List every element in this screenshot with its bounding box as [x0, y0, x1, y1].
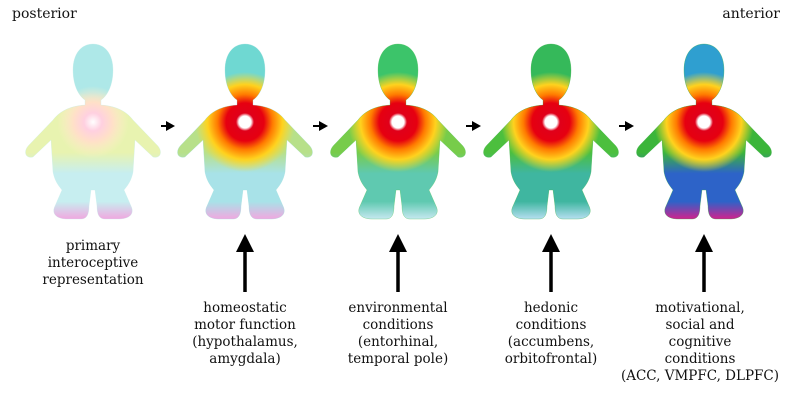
flow-arrowhead-4: [625, 121, 634, 131]
caption-line: amygdala): [160, 351, 330, 368]
body-figure-2: [178, 44, 313, 219]
caption-line: (accumbens,: [466, 334, 636, 351]
caption-line: temporal pole): [313, 351, 483, 368]
caption-line: environmental: [313, 300, 483, 317]
caption-line: motivational,: [615, 300, 785, 317]
input-arrowhead-1: [236, 234, 254, 252]
heat-center-2: [195, 72, 295, 172]
body-figure-5: [637, 44, 772, 219]
caption-line: hedonic: [466, 300, 636, 317]
flow-arrowhead-3: [472, 121, 481, 131]
caption-line: (ACC, VMPFC, DLPFC): [615, 368, 785, 385]
heat-center-1: [57, 86, 129, 158]
body-figure-3: [331, 44, 466, 219]
caption-line: primary: [8, 238, 178, 255]
heat-center-4: [501, 72, 601, 172]
flow-arrowhead-2: [319, 121, 328, 131]
caption-line: social and: [615, 317, 785, 334]
caption-line: (hypothalamus,: [160, 334, 330, 351]
caption-line: conditions: [615, 351, 785, 368]
body-figure-1: [26, 44, 161, 219]
caption-line: cognitive: [615, 334, 785, 351]
caption-line: interoceptive: [8, 255, 178, 272]
caption-line: homeostatic: [160, 300, 330, 317]
input-arrowhead-4: [695, 234, 713, 252]
input-arrowhead-2: [389, 234, 407, 252]
flow-arrowhead-1: [166, 121, 175, 131]
caption-line: orbitofrontal): [466, 351, 636, 368]
caption-line: (entorhinal,: [313, 334, 483, 351]
caption-line: representation: [8, 272, 178, 289]
heat-center-5: [654, 72, 754, 172]
caption-line: motor function: [160, 317, 330, 334]
caption-line: conditions: [313, 317, 483, 334]
caption-line: conditions: [466, 317, 636, 334]
input-arrowhead-3: [542, 234, 560, 252]
body-figure-4: [484, 44, 619, 219]
heat-center-3: [348, 72, 448, 172]
